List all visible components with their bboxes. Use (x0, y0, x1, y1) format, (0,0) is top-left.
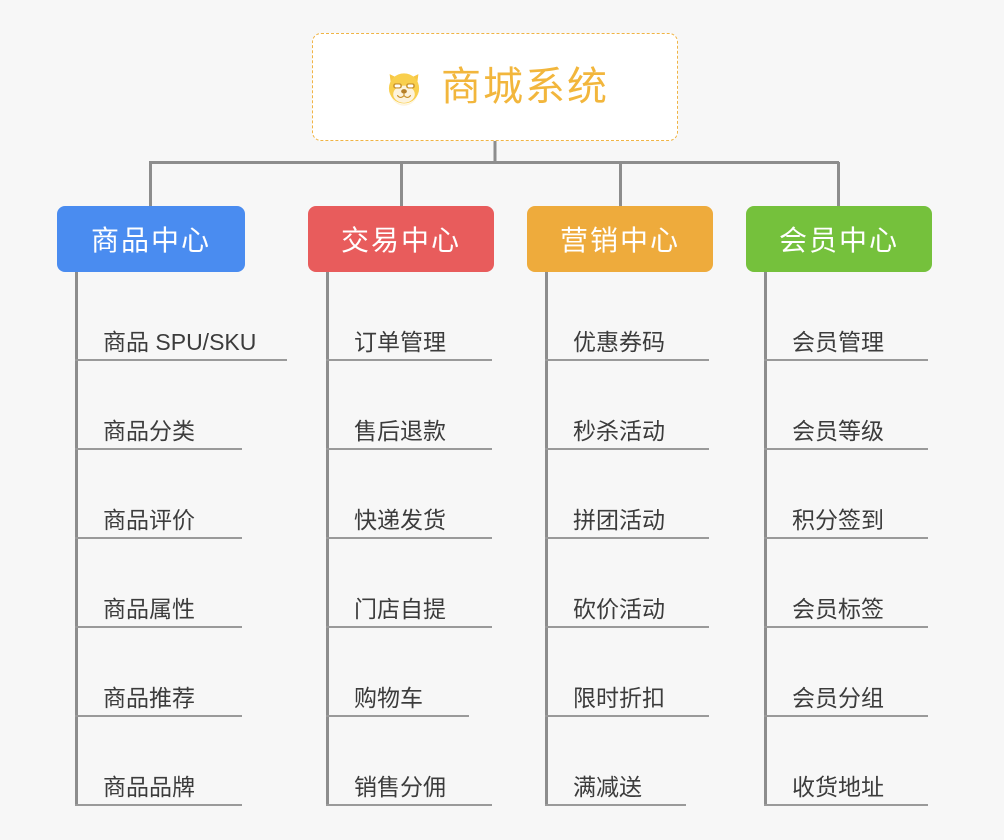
leaf-label: 优惠券码 (573, 329, 665, 355)
leaf-label: 门店自提 (354, 596, 446, 622)
branch-items-marketing: 优惠券码 秒杀活动 拼团活动 砍价活动 限时折扣 满减送 (527, 272, 713, 806)
leaf-item[interactable]: 会员管理 (764, 272, 932, 361)
leaf-item[interactable]: 拼团活动 (545, 450, 713, 539)
leaf-label: 积分签到 (792, 507, 884, 533)
branch-items-trade: 订单管理 售后退款 快递发货 门店自提 购物车 销售分佣 (308, 272, 494, 806)
leaf-underline (764, 448, 928, 450)
leaf-label: 会员标签 (792, 596, 884, 622)
leaf-underline (326, 715, 469, 717)
leaf-item[interactable]: 门店自提 (326, 539, 494, 628)
leaf-item[interactable]: 优惠券码 (545, 272, 713, 361)
leaf-item[interactable]: 积分签到 (764, 450, 932, 539)
branch-header-trade[interactable]: 交易中心 (308, 206, 494, 272)
leaf-label: 会员分组 (792, 685, 884, 711)
branch-column-trade: 交易中心 订单管理 售后退款 快递发货 门店自提 购物车 (308, 206, 494, 806)
leaf-item[interactable]: 商品推荐 (75, 628, 245, 717)
leaf-underline (764, 626, 928, 628)
leaf-item[interactable]: 订单管理 (326, 272, 494, 361)
leaf-label: 满减送 (573, 774, 642, 800)
leaf-label: 商品 SPU/SKU (103, 329, 257, 355)
branch-header-marketing[interactable]: 营销中心 (527, 206, 713, 272)
branch-column-member: 会员中心 会员管理 会员等级 积分签到 会员标签 会员分组 (746, 206, 932, 806)
leaf-label: 收货地址 (792, 774, 884, 800)
leaf-label: 订单管理 (354, 329, 446, 355)
leaf-item[interactable]: 商品属性 (75, 539, 245, 628)
leaf-label: 购物车 (354, 685, 423, 711)
leaf-label: 商品分类 (103, 418, 195, 444)
leaf-label: 砍价活动 (573, 596, 665, 622)
branch-header-label: 会员中心 (778, 225, 899, 256)
leaf-underline (545, 804, 686, 806)
branch-header-label: 营销中心 (559, 225, 680, 256)
leaf-underline (764, 715, 928, 717)
leaf-label: 商品属性 (103, 596, 195, 622)
leaf-underline (545, 448, 709, 450)
branch-header-label: 商品中心 (90, 225, 211, 256)
leaf-underline (545, 359, 709, 361)
leaf-label: 售后退款 (354, 418, 446, 444)
leaf-label: 商品评价 (103, 507, 195, 533)
leaf-underline (75, 448, 242, 450)
root-node[interactable]: 商城系统 (312, 33, 678, 141)
leaf-item[interactable]: 秒杀活动 (545, 361, 713, 450)
leaf-underline (75, 804, 242, 806)
leaf-item[interactable]: 购物车 (326, 628, 494, 717)
leaf-underline (764, 359, 928, 361)
leaf-underline (326, 448, 492, 450)
leaf-item[interactable]: 砍价活动 (545, 539, 713, 628)
leaf-underline (545, 626, 709, 628)
leaf-label: 快递发货 (354, 507, 446, 533)
branch-header-label: 交易中心 (340, 225, 461, 256)
leaf-item[interactable]: 商品品牌 (75, 717, 245, 806)
leaf-underline (326, 537, 492, 539)
leaf-item[interactable]: 满减送 (545, 717, 713, 806)
dog-face-icon (388, 73, 420, 106)
leaf-label: 拼团活动 (573, 507, 665, 533)
leaf-item[interactable]: 快递发货 (326, 450, 494, 539)
branch-trunk-line (75, 272, 78, 806)
leaf-underline (75, 537, 242, 539)
branch-header-product[interactable]: 商品中心 (57, 206, 245, 272)
leaf-item[interactable]: 会员等级 (764, 361, 932, 450)
leaf-underline (326, 804, 492, 806)
leaf-item[interactable]: 会员分组 (764, 628, 932, 717)
leaf-underline (75, 715, 242, 717)
branch-items-member: 会员管理 会员等级 积分签到 会员标签 会员分组 收货地址 (746, 272, 932, 806)
leaf-underline (764, 537, 928, 539)
leaf-item[interactable]: 会员标签 (764, 539, 932, 628)
leaf-label: 秒杀活动 (573, 418, 665, 444)
leaf-label: 销售分佣 (354, 774, 446, 800)
leaf-underline (75, 359, 287, 361)
branch-header-member[interactable]: 会员中心 (746, 206, 932, 272)
leaf-item[interactable]: 收货地址 (764, 717, 932, 806)
branch-column-product: 商品中心 商品 SPU/SKU 商品分类 商品评价 商品属性 商品推荐 (57, 206, 287, 806)
branch-column-marketing: 营销中心 优惠券码 秒杀活动 拼团活动 砍价活动 限时折扣 (527, 206, 713, 806)
leaf-underline (326, 626, 492, 628)
root-title: 商城系统 (441, 65, 609, 109)
leaf-item[interactable]: 商品 SPU/SKU (75, 272, 287, 361)
leaf-underline (545, 537, 709, 539)
leaf-item[interactable]: 商品分类 (75, 361, 245, 450)
leaf-underline (75, 626, 242, 628)
leaf-item[interactable]: 销售分佣 (326, 717, 494, 806)
leaf-underline (764, 804, 928, 806)
branch-trunk-line (764, 272, 767, 806)
branch-items-product: 商品 SPU/SKU 商品分类 商品评价 商品属性 商品推荐 商品品牌 (57, 272, 287, 806)
leaf-underline (545, 715, 709, 717)
leaf-label: 商品推荐 (103, 685, 195, 711)
branch-trunk-line (326, 272, 329, 806)
leaf-item[interactable]: 售后退款 (326, 361, 494, 450)
leaf-label: 会员等级 (792, 418, 884, 444)
leaf-label: 商品品牌 (103, 774, 195, 800)
leaf-label: 限时折扣 (573, 685, 665, 711)
leaf-item[interactable]: 商品评价 (75, 450, 245, 539)
leaf-underline (326, 359, 492, 361)
leaf-label: 会员管理 (792, 329, 884, 355)
branch-trunk-line (545, 272, 548, 806)
leaf-item[interactable]: 限时折扣 (545, 628, 713, 717)
